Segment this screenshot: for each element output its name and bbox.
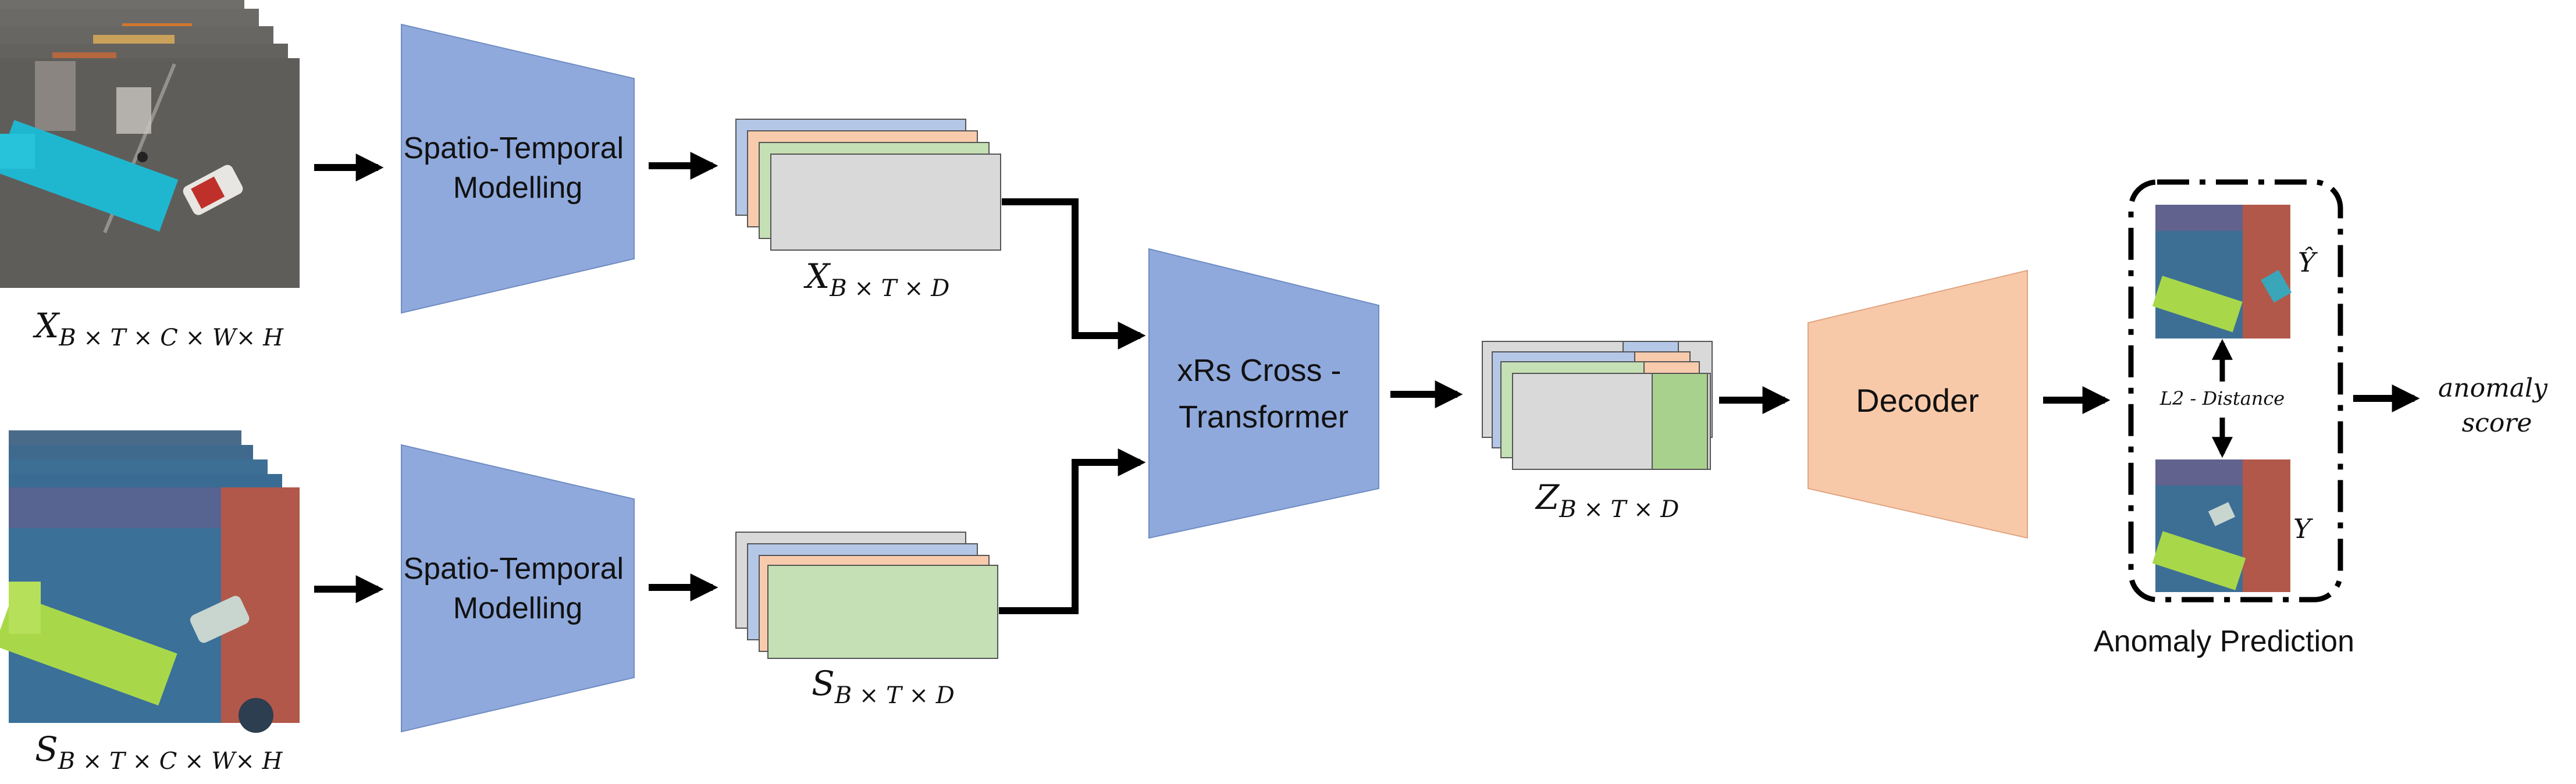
x-feature-stack <box>735 119 1001 251</box>
z-feature-label: ZB × T × D <box>1535 477 1679 523</box>
z-feature-stack <box>1482 341 1713 470</box>
stm-bottom-line-1: Spatio-Temporal <box>403 552 624 586</box>
l2-distance-label: L2 - Distance <box>2159 387 2285 409</box>
stm-bottom-label: Spatio-Temporal Modelling <box>403 552 632 625</box>
anomaly-score-line-1: anomaly <box>2438 373 2548 403</box>
stm-top-line-2: Modelling <box>453 171 583 205</box>
spatio-temporal-module-bottom: Spatio-Temporal Modelling <box>401 444 635 733</box>
anomaly-prediction-box: Ŷ L2 - Distance Y <box>2128 179 2343 603</box>
y-hat-label: Ŷ <box>2298 246 2318 278</box>
s-feature-stack <box>735 532 998 659</box>
connector-xfeat-to-transformer <box>1002 198 1146 350</box>
cross-transformer-line-2: Transformer <box>1179 400 1349 434</box>
stm-top-label: Spatio-Temporal Modelling <box>403 131 632 205</box>
cross-transformer-module: xRs Cross - Transformer <box>1148 248 1379 539</box>
s-input-frame-stack <box>0 430 300 733</box>
x-input-frame-front <box>0 58 300 288</box>
spatio-temporal-module-top: Spatio-Temporal Modelling <box>401 23 635 314</box>
bus-shape <box>0 120 179 232</box>
s-input-label: SB × T × C × W× H <box>35 729 283 775</box>
stm-bottom-line-2: Modelling <box>453 591 583 625</box>
stm-top-line-1: Spatio-Temporal <box>403 131 624 165</box>
anomaly-score-line-2: score <box>2462 408 2532 438</box>
x-feature-label: XB × T × D <box>803 256 949 302</box>
decoder-module: Decoder <box>1808 269 2028 539</box>
cross-transformer-line-1: xRs Cross - <box>1177 353 1341 388</box>
connector-sfeat-to-transformer <box>999 448 1146 614</box>
decoder-label: Decoder <box>1856 382 1979 419</box>
anomaly-score-label: anomaly score <box>2438 373 2556 438</box>
car-shape <box>190 596 250 643</box>
anomaly-prediction-title: Anomaly Prediction <box>2094 625 2354 658</box>
s-input-frame-front <box>0 487 300 733</box>
cross-transformer-label: xRs Cross - Transformer <box>1177 353 1350 434</box>
predicted-frame <box>2152 205 2292 338</box>
s-feature-label: SB × T × D <box>812 664 955 709</box>
y-label: Y <box>2293 513 2314 544</box>
target-frame <box>2152 459 2290 592</box>
x-input-label: XB × T × C × W× H <box>33 306 284 351</box>
car-shape <box>183 165 243 215</box>
x-input-frame-stack <box>0 0 300 288</box>
